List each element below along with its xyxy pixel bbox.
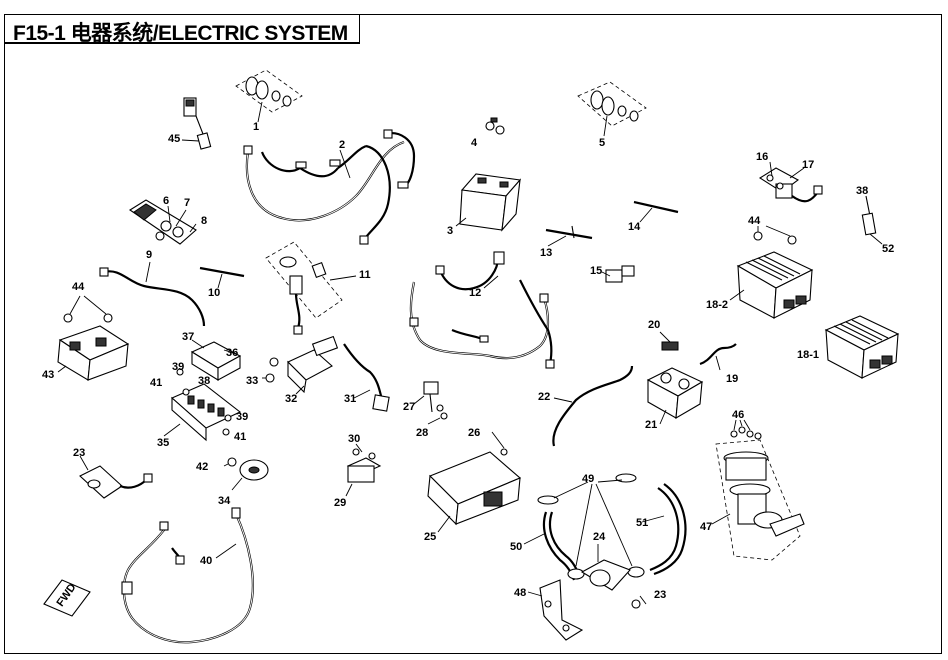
part-43-control-box <box>57 295 130 381</box>
diagram-title: F15-1 电器系统/ELECTRIC SYSTEM <box>13 22 348 45</box>
callout-41-right: 41 <box>234 431 246 443</box>
part-20-21-relay <box>646 331 704 425</box>
callout-32: 32 <box>285 393 297 405</box>
part-29-30-relay <box>345 443 382 497</box>
callout-38-fusebox: 38 <box>198 375 210 387</box>
callout-41-left: 41 <box>150 377 162 389</box>
callout-15: 15 <box>590 265 602 277</box>
callout-50: 50 <box>510 541 522 553</box>
callout-52: 52 <box>882 243 894 255</box>
part-18-2-regulator <box>729 225 814 319</box>
part-13-strap <box>545 225 593 247</box>
part-14-strap <box>633 200 679 223</box>
callout-14: 14 <box>628 221 641 233</box>
callout-36: 36 <box>226 347 238 359</box>
callout-49: 49 <box>582 473 594 485</box>
part-38-52-sensor <box>861 195 883 245</box>
callout-13: 13 <box>540 247 552 259</box>
callout-10: 10 <box>208 287 220 299</box>
part-45-spark-plug-cap <box>181 97 212 150</box>
part-22-wire <box>552 365 634 447</box>
callout-45: 45 <box>168 133 180 145</box>
callout-18-1: 18-1 <box>797 349 819 361</box>
part-5-bushing-set <box>577 81 647 137</box>
callout-47: 47 <box>700 521 712 533</box>
callout-1: 1 <box>253 121 259 133</box>
callout-48: 48 <box>514 587 526 599</box>
callout-25: 25 <box>424 531 436 543</box>
part-19-hose <box>699 343 737 371</box>
callout-8: 8 <box>201 215 207 227</box>
callout-23-right: 23 <box>654 589 666 601</box>
callout-12: 12 <box>469 287 481 299</box>
callout-35: 35 <box>157 437 169 449</box>
callout-16: 16 <box>756 151 768 163</box>
callout-39-top: 39 <box>172 361 184 373</box>
part-11-ignition-switch <box>265 241 357 335</box>
part-4-bolts <box>485 117 505 135</box>
callout-19: 19 <box>726 373 738 385</box>
part-35-fuse-box <box>163 368 242 442</box>
callout-20: 20 <box>648 319 660 331</box>
callout-37: 37 <box>182 331 194 343</box>
part-32-33-ignition-coil <box>262 335 339 395</box>
part-16-17-relay <box>758 161 823 203</box>
callout-26: 26 <box>468 427 480 439</box>
callout-44-left: 44 <box>72 281 85 293</box>
callout-21: 21 <box>645 419 657 431</box>
callout-6: 6 <box>163 195 169 207</box>
callout-4: 4 <box>471 137 478 149</box>
callout-51: 51 <box>636 517 648 529</box>
callout-24: 24 <box>593 531 606 543</box>
part-3-battery <box>455 173 522 232</box>
callout-33: 33 <box>246 375 258 387</box>
callout-17: 17 <box>802 159 814 171</box>
callout-30: 30 <box>348 433 360 445</box>
diagram-frame <box>4 14 942 654</box>
part-40-harness <box>121 507 254 644</box>
part-1-bushing-set <box>235 69 303 123</box>
callout-27: 27 <box>403 401 415 413</box>
part-12-harness <box>409 251 555 369</box>
callout-23-left: 23 <box>73 447 85 459</box>
callout-42: 42 <box>196 461 208 473</box>
callout-11: 11 <box>359 269 371 281</box>
part-10-rod <box>199 266 245 289</box>
part-6-7-8-handlebar-switch <box>128 199 197 245</box>
part-24-throttle-body-group <box>523 473 687 641</box>
callout-46: 46 <box>732 409 744 421</box>
callout-7: 7 <box>184 197 190 209</box>
part-31-plug-lead <box>343 343 390 412</box>
part-46-47-fuel-pump <box>711 419 805 561</box>
part-27-28-sensor <box>413 381 448 425</box>
part-36-37-fuse-cover <box>190 339 242 381</box>
callout-28: 28 <box>416 427 428 439</box>
callout-40: 40 <box>200 555 212 567</box>
fwd-arrow: FWD <box>43 579 91 617</box>
callout-18-2: 18-2 <box>706 299 728 311</box>
callout-29: 29 <box>334 497 346 509</box>
part-34-42-horn <box>223 457 269 491</box>
part-25-26-ecu <box>427 431 522 533</box>
callout-39-bottom: 39 <box>236 411 248 423</box>
callout-labels: 1 2 3 4 5 6 7 8 9 10 11 12 13 14 15 16 1… <box>42 121 894 601</box>
callout-43: 43 <box>42 369 54 381</box>
callout-44-right: 44 <box>748 215 761 227</box>
callout-5: 5 <box>599 137 605 149</box>
callout-31: 31 <box>344 393 356 405</box>
callout-9: 9 <box>146 249 152 261</box>
callout-38-sensor: 38 <box>856 185 868 197</box>
callout-22: 22 <box>538 391 550 403</box>
callout-2: 2 <box>339 139 345 151</box>
callout-34: 34 <box>218 495 231 507</box>
part-18-1-regulator <box>824 315 900 379</box>
part-15-clip <box>601 265 635 283</box>
title-box: F15-1 电器系统/ELECTRIC SYSTEM <box>4 14 360 45</box>
part-23-cover-left <box>79 455 153 499</box>
part-2-main-harness <box>243 129 416 245</box>
part-9-wire-lead <box>99 261 206 327</box>
callout-3: 3 <box>447 225 453 237</box>
